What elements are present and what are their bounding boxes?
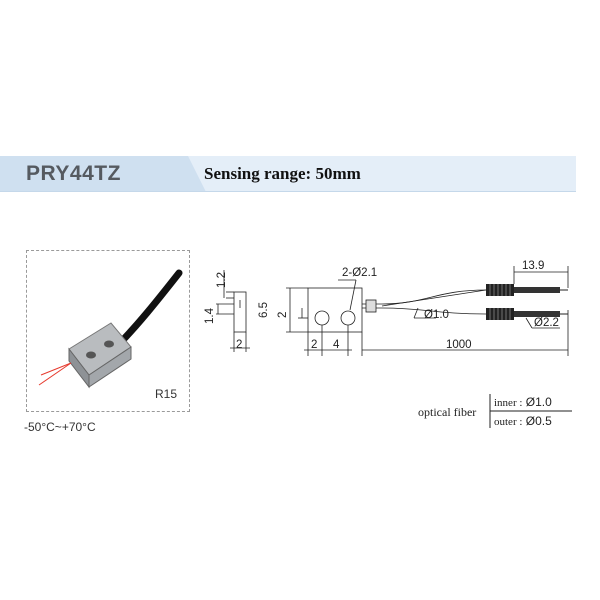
model-name: PRY44TZ [26,162,121,185]
product-photo-box: R15 [26,250,190,412]
fiber-inner-value: Ø1.0 [525,395,552,409]
header-band [0,156,576,192]
dim-hole-offset-v: 2 [277,311,289,318]
temperature-range: -50°C~+70°C [24,420,96,434]
dim-length: 1000 [446,339,472,351]
bend-radius-label: R15 [154,387,177,401]
fiber-inner-key: inner : [494,397,523,409]
header-band-shape [0,156,576,192]
dim-hole-pitch: 4 [333,339,340,351]
dim-connector-diameter: Ø2.2 [534,317,559,329]
dim-hole-offset-h: 2 [311,339,318,351]
optical-fiber-title: optical fiber [418,405,477,419]
connector-bottom [486,308,568,320]
sensing-range: Sensing range: 50mm [204,164,361,183]
dim-side-height: 1.4 [204,308,216,324]
fiber-bracket [489,394,572,428]
side-view-rect [233,291,247,333]
hole-1 [314,310,330,326]
hole-2 [340,310,356,326]
connector-top [486,284,568,296]
main-body-rect [307,287,363,333]
dim-connector-length: 13.9 [522,260,545,272]
dim-fiber-diameter: Ø1.0 [424,309,449,321]
dimension-drawing [216,266,569,356]
dim-side-width: 2 [236,339,243,351]
fiber-outer-row: outer : Ø0.5 [494,414,552,428]
sensor-illustration [38,269,183,389]
fiber-outer-value: Ø0.5 [525,414,552,428]
fiber-inner-row: inner : Ø1.0 [494,395,552,409]
fiber-outer-key: outer : [494,416,523,428]
dim-holes: 2-Ø2.1 [342,267,378,279]
dim-body-height: 6.5 [258,302,270,318]
dim-top-thickness: 1.2 [216,272,228,288]
